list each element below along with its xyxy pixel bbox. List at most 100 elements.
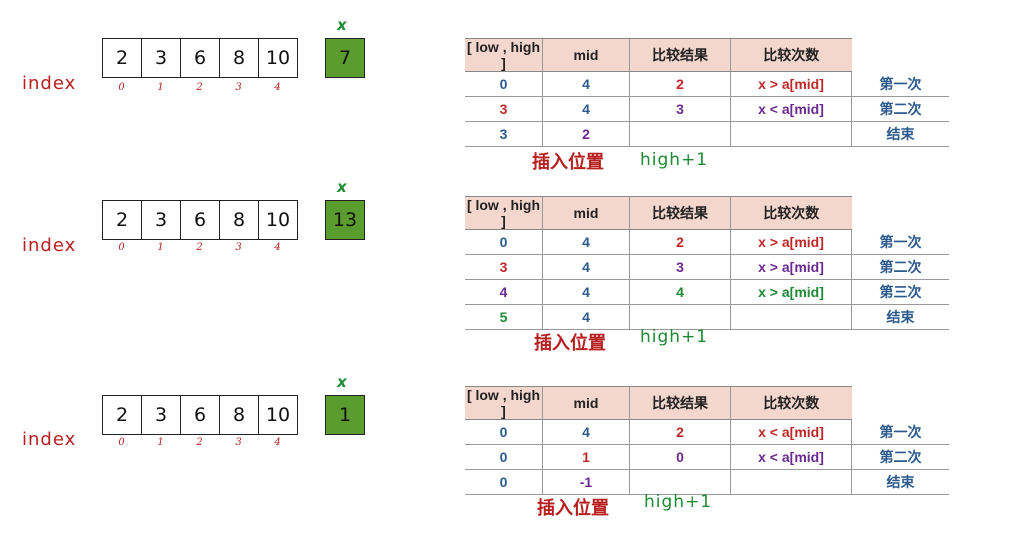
array-index: 3 xyxy=(235,82,242,93)
array-index: 0 xyxy=(118,242,125,253)
cell-low: 0 xyxy=(465,229,543,255)
cell-low: 4 xyxy=(465,279,543,305)
cell-low: 3 xyxy=(465,121,543,147)
sorted-array: 2 3 6 8 10 xyxy=(102,395,298,435)
table-row: 3 4 3 x > a[mid] 第二次 xyxy=(465,254,949,280)
cell-result xyxy=(730,469,852,495)
table-header-row: [ low , high ] mid 比较结果 比较次数 xyxy=(465,196,949,230)
cell-count: 结束 xyxy=(851,469,949,495)
header-mid: mid xyxy=(542,38,630,72)
search-steps-table: [ low , high ] mid 比较结果 比较次数 0 4 2 x > a… xyxy=(465,38,949,147)
target-value-box: 7 xyxy=(325,38,365,78)
index-row: 0 1 2 3 4 xyxy=(102,82,297,93)
insert-position-label: 插入位置 xyxy=(534,333,606,354)
index-row: 0 1 2 3 4 xyxy=(102,242,297,253)
header-count: 比较次数 xyxy=(730,38,852,72)
x-label: x xyxy=(337,16,347,34)
header-low-high: [ low , high ] xyxy=(465,38,543,72)
cell-mid xyxy=(629,121,731,147)
array-cell: 8 xyxy=(220,201,259,239)
cell-low: 3 xyxy=(465,254,543,280)
array-index: 2 xyxy=(196,437,203,448)
cell-result: x > a[mid] xyxy=(730,229,852,255)
array-index: 1 xyxy=(157,437,164,448)
header-count: 比较次数 xyxy=(730,196,852,230)
array-cell: 3 xyxy=(142,39,181,77)
cell-result: x < a[mid] xyxy=(730,444,852,470)
cell-count: 第二次 xyxy=(851,254,949,280)
table-row: 3 4 3 x < a[mid] 第二次 xyxy=(465,96,949,122)
insert-position-value: high+1 xyxy=(644,492,713,512)
cell-result: x > a[mid] xyxy=(730,254,852,280)
array-cell: 2 xyxy=(103,201,142,239)
insert-position-label: 插入位置 xyxy=(537,498,609,519)
sorted-array: 2 3 6 8 10 xyxy=(102,38,298,78)
cell-mid: 0 xyxy=(629,444,731,470)
array-index: 0 xyxy=(118,82,125,93)
array-index: 1 xyxy=(157,82,164,93)
cell-low: 5 xyxy=(465,304,543,330)
array-index: 4 xyxy=(274,437,281,448)
array-index: 0 xyxy=(118,437,125,448)
sorted-array: 2 3 6 8 10 xyxy=(102,200,298,240)
array-cell: 6 xyxy=(181,396,220,434)
cell-mid: 2 xyxy=(629,419,731,445)
array-cell: 8 xyxy=(220,39,259,77)
cell-high: -1 xyxy=(542,469,630,495)
table-row: 0 4 2 x > a[mid] 第一次 xyxy=(465,229,949,255)
cell-mid: 4 xyxy=(629,279,731,305)
cell-low: 0 xyxy=(465,444,543,470)
array-cell: 2 xyxy=(103,39,142,77)
cell-high: 1 xyxy=(542,444,630,470)
table-header-row: [ low , high ] mid 比较结果 比较次数 xyxy=(465,386,949,420)
cell-high: 4 xyxy=(542,96,630,122)
cell-mid: 3 xyxy=(629,96,731,122)
index-label: index xyxy=(22,235,77,256)
cell-high: 4 xyxy=(542,279,630,305)
cell-count: 第三次 xyxy=(851,279,949,305)
cell-mid xyxy=(629,304,731,330)
cell-result: x < a[mid] xyxy=(730,96,852,122)
cell-high: 4 xyxy=(542,419,630,445)
array-cell: 3 xyxy=(142,201,181,239)
cell-low: 0 xyxy=(465,469,543,495)
table-row: 5 4 结束 xyxy=(465,304,949,330)
x-label: x xyxy=(337,373,347,391)
cell-high: 2 xyxy=(542,121,630,147)
cell-mid xyxy=(629,469,731,495)
cell-result: x > a[mid] xyxy=(730,279,852,305)
header-low-high: [ low , high ] xyxy=(465,196,543,230)
index-label: index xyxy=(22,73,77,94)
table-row: 4 4 4 x > a[mid] 第三次 xyxy=(465,279,949,305)
cell-count: 第一次 xyxy=(851,71,949,97)
cell-high: 4 xyxy=(542,229,630,255)
cell-low: 3 xyxy=(465,96,543,122)
header-mid: mid xyxy=(542,196,630,230)
target-value-box: 1 xyxy=(325,395,365,435)
header-low-high: [ low , high ] xyxy=(465,386,543,420)
table-header-row: [ low , high ] mid 比较结果 比较次数 xyxy=(465,38,949,72)
table-row: 0 -1 结束 xyxy=(465,469,949,495)
cell-count: 第二次 xyxy=(851,96,949,122)
cell-count: 第一次 xyxy=(851,419,949,445)
array-index: 3 xyxy=(235,437,242,448)
array-cell: 10 xyxy=(265,209,291,231)
array-cell: 10 xyxy=(265,47,291,69)
insert-position-value: high+1 xyxy=(640,150,709,170)
x-label: x xyxy=(337,178,347,196)
cell-low: 0 xyxy=(465,419,543,445)
cell-high: 4 xyxy=(542,71,630,97)
array-index: 2 xyxy=(196,82,203,93)
header-result: 比较结果 xyxy=(629,386,731,420)
table-row: 3 2 结束 xyxy=(465,121,949,147)
cell-mid: 3 xyxy=(629,254,731,280)
search-steps-table: [ low , high ] mid 比较结果 比较次数 0 4 2 x > a… xyxy=(465,196,949,330)
header-result: 比较结果 xyxy=(629,196,731,230)
table-row: 0 1 0 x < a[mid] 第二次 xyxy=(465,444,949,470)
header-mid: mid xyxy=(542,386,630,420)
cell-mid: 2 xyxy=(629,71,731,97)
array-index: 4 xyxy=(274,82,281,93)
cell-high: 4 xyxy=(542,254,630,280)
array-cell: 8 xyxy=(220,396,259,434)
cell-high: 4 xyxy=(542,304,630,330)
